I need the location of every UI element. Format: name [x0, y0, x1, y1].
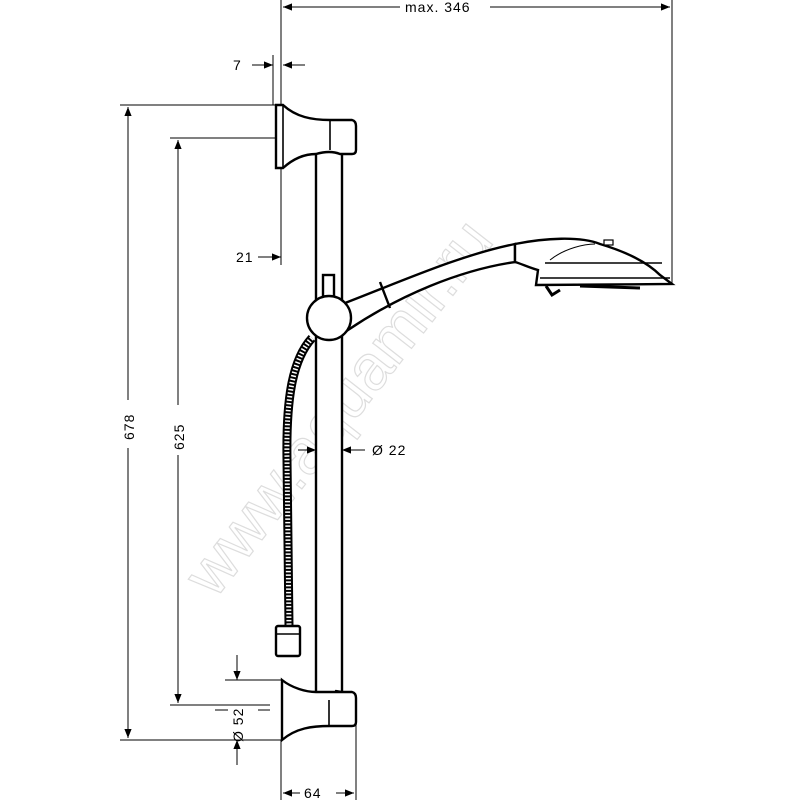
extension-lines — [120, 0, 673, 800]
bar-offset-label: 21 — [236, 249, 254, 265]
slide-bar — [314, 148, 344, 697]
shower-hose — [274, 334, 316, 658]
dimension-bar-diameter: Ø 22 — [298, 442, 406, 458]
dimension-total-height: 678 — [121, 107, 137, 738]
wall-offset-label: 7 — [233, 57, 242, 73]
dimension-wall-offset: 7 — [233, 57, 305, 73]
bracket-diameter-label: Ø 52 — [230, 708, 246, 742]
hand-shower — [338, 237, 676, 332]
bracket-depth-label: 64 — [304, 785, 322, 800]
height-adjustable-slider — [305, 273, 353, 342]
bracket-spacing-label: 625 — [171, 424, 187, 450]
bar-diameter-label: Ø 22 — [372, 442, 406, 458]
dimension-max-width: max. 346 — [283, 0, 670, 15]
top-wall-bracket — [274, 103, 358, 170]
dimension-bracket-spacing: 625 — [171, 140, 187, 703]
max-width-label: max. 346 — [405, 0, 471, 15]
bottom-wall-bracket — [280, 677, 358, 743]
dimension-bracket-diameter: Ø 52 — [230, 655, 246, 765]
total-height-label: 678 — [121, 414, 137, 440]
dimension-bracket-depth: 64 — [283, 785, 354, 800]
